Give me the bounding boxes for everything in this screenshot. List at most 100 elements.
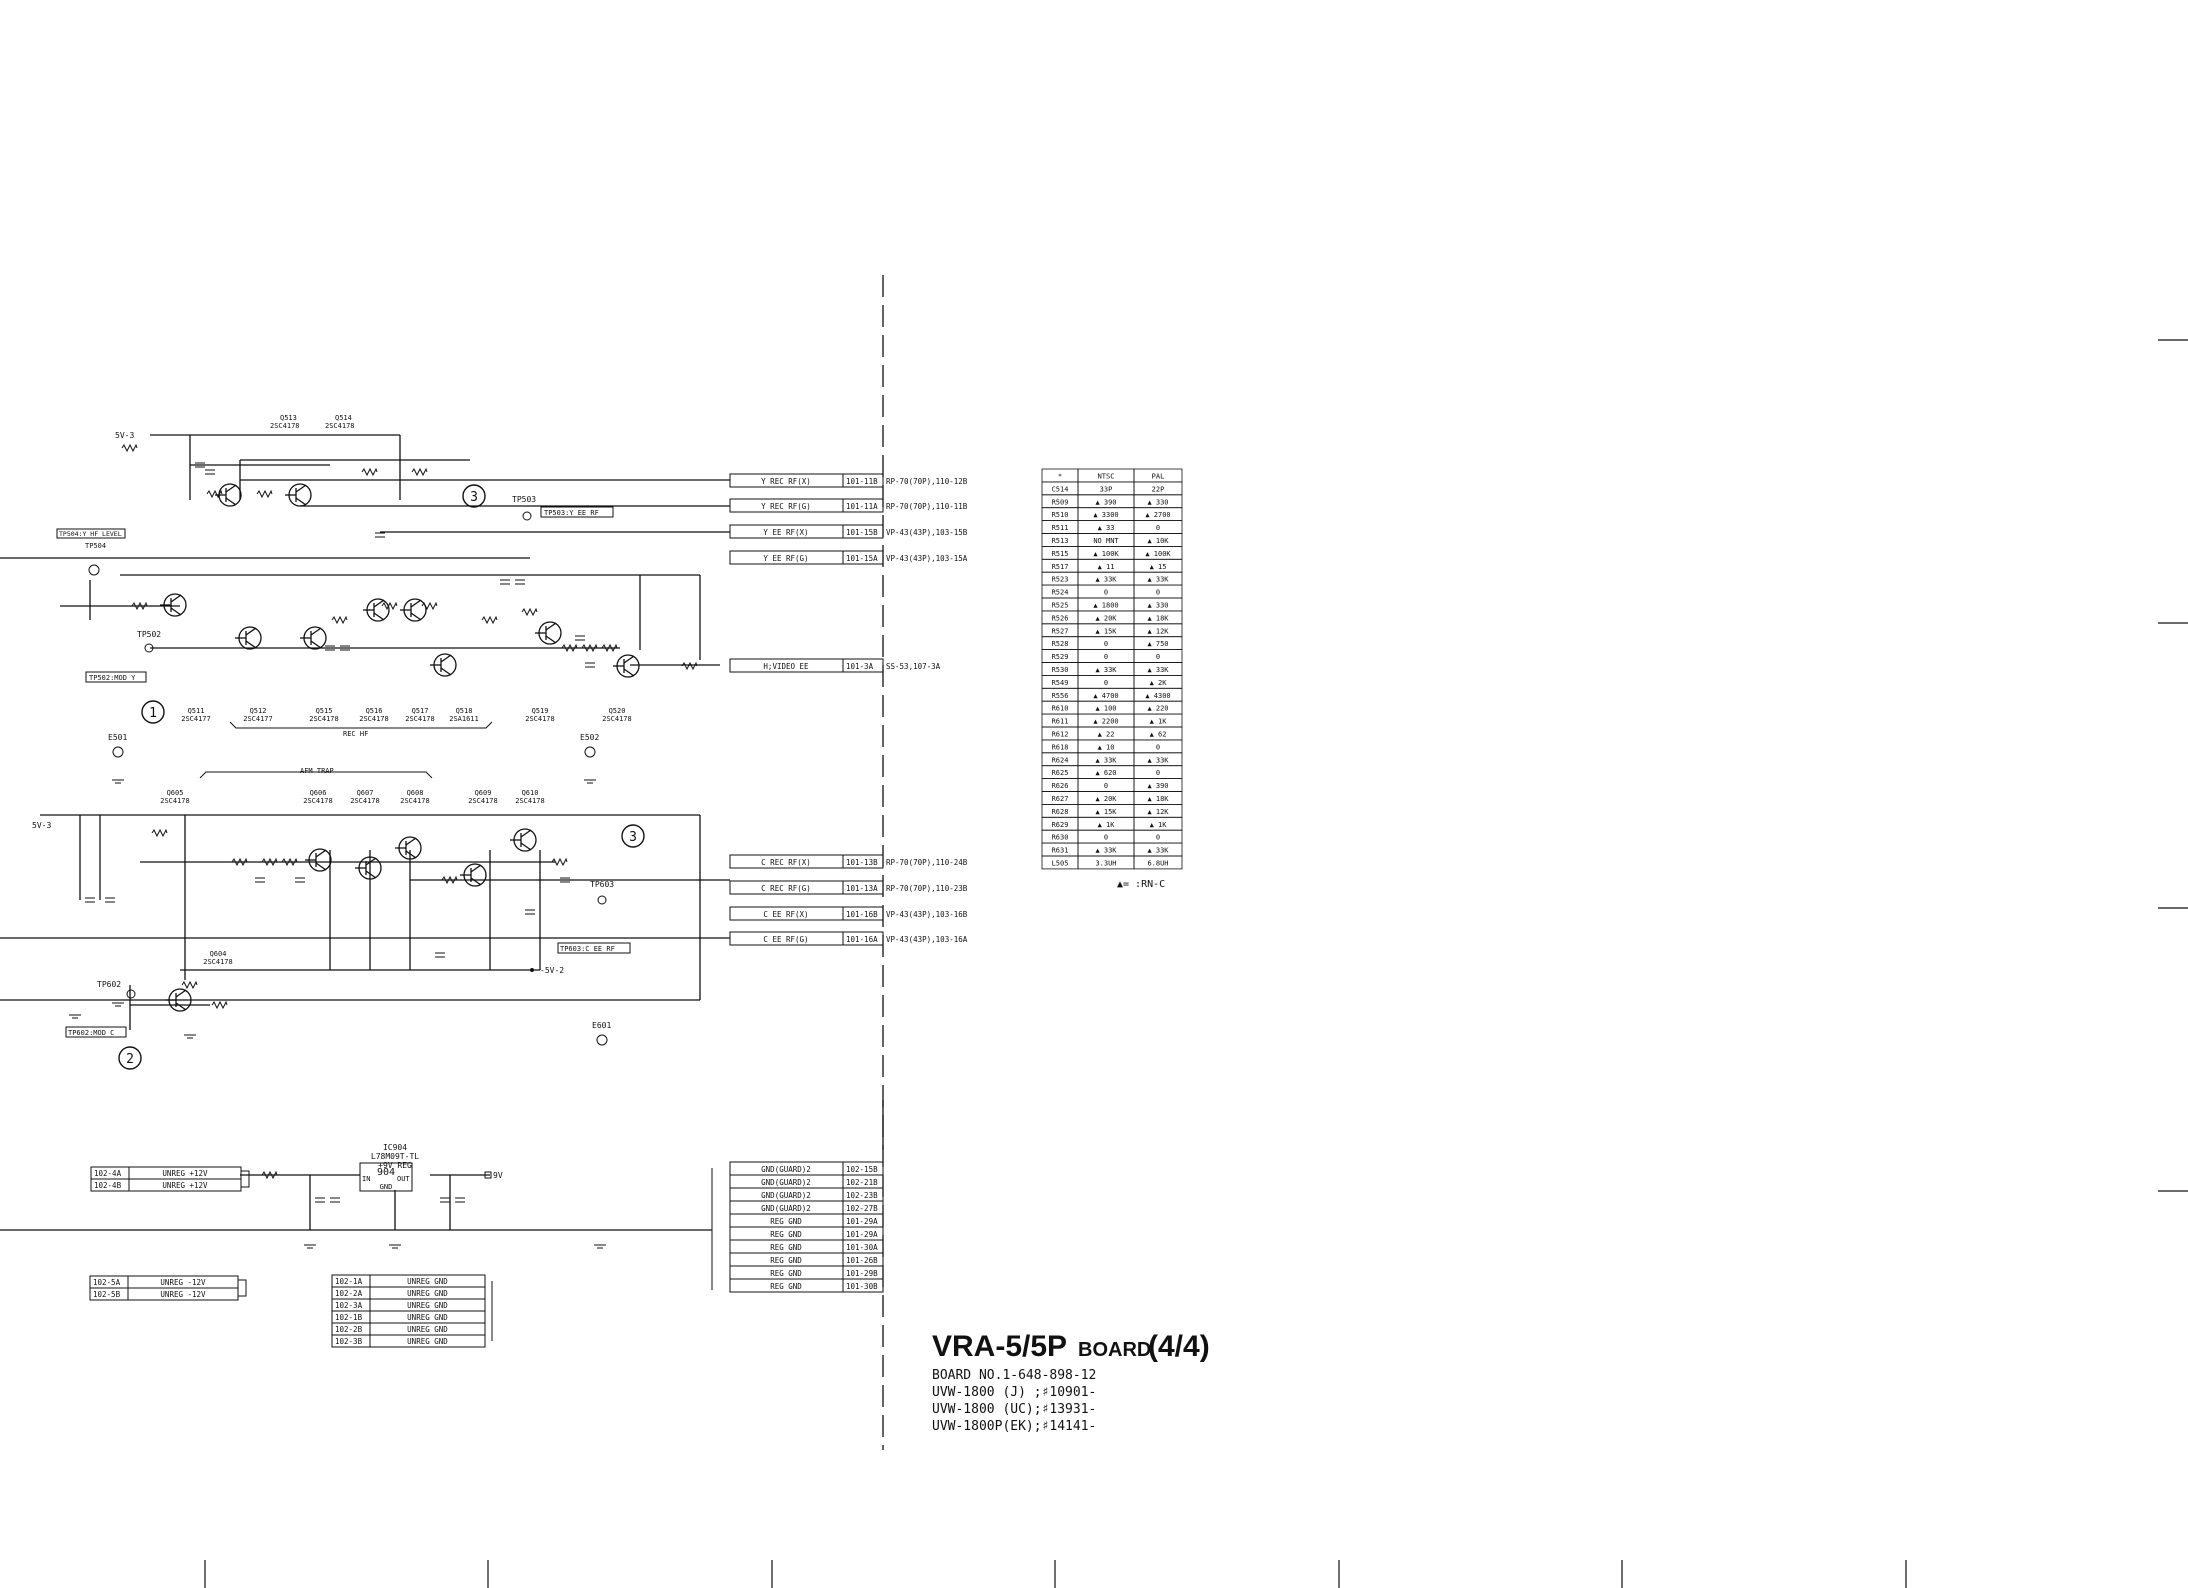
reg-gnd: GND	[380, 1183, 393, 1191]
test-point-tp504	[88, 564, 100, 576]
unreg-gnd-name-cell	[369, 1334, 486, 1348]
nine-v-label: 9V	[493, 1171, 503, 1180]
q514-label: Q514	[335, 414, 352, 422]
transistor-symbol	[300, 626, 327, 650]
table-row-text: R556	[1052, 692, 1069, 700]
callout-circle	[141, 700, 165, 724]
table-row-text: R618	[1052, 743, 1069, 751]
table-row-text: R630	[1052, 834, 1069, 842]
y-signal-dest: VP-43(43P),103-15B	[886, 528, 968, 537]
resistor-mark	[231, 857, 248, 867]
q514-part: 2SC4178	[325, 422, 355, 430]
y-signal-name: Y EE RF(G)	[763, 554, 808, 563]
table-row-text: R631	[1052, 847, 1069, 855]
e502-label: E502	[580, 733, 599, 742]
transistor-symbol	[460, 863, 487, 887]
table-row-text: ▲ 20K	[1095, 614, 1117, 622]
table-row-text: ▲ 220	[1147, 705, 1168, 713]
transistor-symbol	[400, 598, 427, 622]
transistor-ref: Q518	[456, 707, 473, 715]
transistor-ref: Q520	[609, 707, 626, 715]
unreg-plus-name: UNREG +12V	[162, 1181, 208, 1190]
table-row-text: R515	[1052, 550, 1069, 558]
resistor-mark	[361, 467, 378, 477]
transistor-part: 2SC4178	[303, 797, 333, 805]
table-row-text: ▲ 3300	[1093, 511, 1118, 519]
c-signal-pin-box	[842, 880, 884, 895]
tp603-label: TP603	[590, 880, 614, 889]
table-row-cell	[1133, 855, 1183, 870]
table-row-text: R511	[1052, 524, 1069, 532]
rec-hf-bracket	[229, 721, 493, 729]
transistor-ref: Q515	[316, 707, 333, 715]
unreg-gnd-pin: 102-2B	[335, 1325, 363, 1334]
resistor-mark	[331, 615, 348, 625]
transistor-symbol	[235, 626, 262, 650]
regulator-box	[359, 1162, 413, 1192]
y-signal-pin-box	[842, 473, 884, 488]
passive-component-marks	[69, 443, 698, 1249]
callout-circle	[118, 1046, 142, 1070]
y-signal-name: Y REC RF(G)	[761, 502, 811, 511]
nine-v-terminal	[484, 1171, 492, 1179]
callout-number: 3	[629, 830, 637, 845]
unreg-gnd-pin: 102-1B	[335, 1313, 363, 1322]
table-row-text: ▲ 2700	[1145, 511, 1170, 519]
y-signal-name: Y EE RF(X)	[763, 528, 808, 537]
tp603-box	[557, 942, 631, 954]
sheet-border-ticks	[204, 339, 2188, 1588]
table-row-text: L505	[1052, 860, 1069, 868]
supply-neg5v-label: -5V-2	[540, 966, 564, 975]
table-row-text: ▲ 18K	[1147, 795, 1169, 803]
test-point-e601	[596, 1034, 608, 1046]
transistor-ref: Q516	[366, 707, 383, 715]
c-signal-pin: 101-13B	[846, 858, 878, 867]
table-row-text: R612	[1052, 731, 1069, 739]
transistor-symbol	[363, 598, 390, 622]
table-row-text: 22P	[1152, 485, 1165, 493]
video-signal-name: H;VIDEO EE	[763, 662, 809, 671]
supply-5v-top-label: 5V-3	[115, 431, 134, 440]
table-row-text: R510	[1052, 511, 1069, 519]
unreg-gnd-name: UNREG GND	[407, 1277, 448, 1286]
unreg-gnd-name: UNREG GND	[407, 1301, 448, 1310]
unreg-gnd-name: UNREG GND	[407, 1313, 448, 1322]
table-row-text: R523	[1052, 576, 1069, 584]
transistor-ref: Q604	[210, 950, 227, 958]
table-row-text: ▲ 33K	[1095, 847, 1117, 855]
table-row-text: R610	[1052, 705, 1069, 713]
table-row-text: ▲ 390	[1147, 782, 1168, 790]
unreg-gnd-pin: 102-3A	[335, 1301, 363, 1310]
table-row-text: 0	[1104, 589, 1108, 597]
unreg-minus-name: UNREG -12V	[160, 1278, 206, 1287]
table-row-text: ▲ 15K	[1095, 627, 1117, 635]
table-row-text: R525	[1052, 602, 1069, 610]
resistor-mark	[581, 643, 598, 653]
c-signal-dest: RP-70(70P),110-23B	[886, 884, 968, 893]
y-signal-pin-box	[842, 550, 884, 565]
serial-line-1: UVW-1800 (J) ;♯10901-	[932, 1385, 1096, 1400]
gnd-pin: 101-30A	[846, 1243, 878, 1252]
afm-trap-label: AFM TRAP	[300, 767, 334, 775]
table-row-text: 0	[1104, 679, 1108, 687]
tp504-box-label: TP504:Y HF LEVEL	[59, 530, 122, 538]
tp504-box	[56, 528, 126, 539]
table-row-text: 0	[1104, 782, 1108, 790]
transistor-symbol	[510, 828, 537, 852]
tp602-box	[65, 1026, 127, 1038]
test-point-tp503	[522, 511, 532, 521]
gnd-name: REG GND	[770, 1269, 802, 1278]
unreg-plus-pin: 102-4B	[94, 1181, 122, 1190]
y-signal-name: Y REC RF(X)	[761, 477, 811, 486]
transistor-part: 2SC4177	[181, 715, 211, 723]
gnd-pin: 101-29A	[846, 1217, 878, 1226]
transistor-symbol	[305, 848, 332, 872]
table-row-text: R530	[1052, 666, 1069, 674]
video-signal-pin: 101-3A	[846, 662, 874, 671]
table-row-text: R628	[1052, 808, 1069, 816]
table-row-text: ▲ 33K	[1147, 756, 1169, 764]
table-row-text: R527	[1052, 627, 1069, 635]
gnd-name: GND(GUARD)2	[761, 1165, 811, 1174]
reg-ic-ref: IC904	[383, 1143, 407, 1152]
